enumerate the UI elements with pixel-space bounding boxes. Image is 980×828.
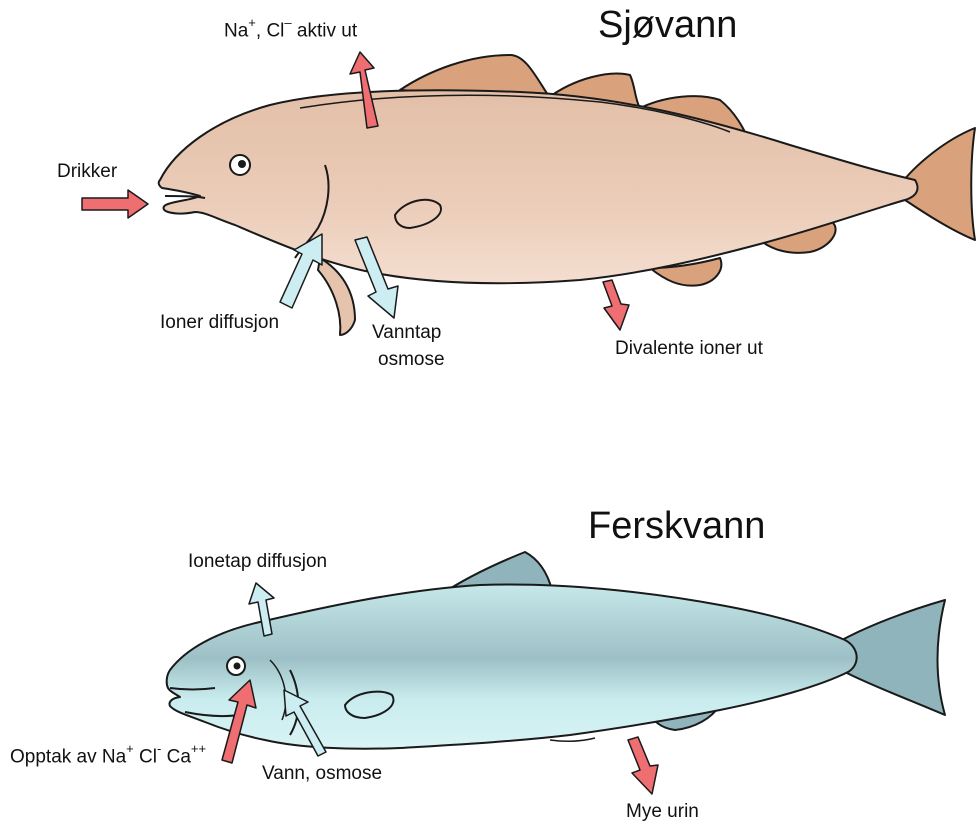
ion-loss-label: Ionetap diffusjon xyxy=(188,552,327,573)
fish-pupil xyxy=(238,160,246,168)
much-urine-label: Mye urin xyxy=(626,802,699,823)
fresh-title: Ferskvann xyxy=(588,505,765,548)
uptake-ca: Ca xyxy=(161,746,191,767)
pelvic-fin xyxy=(318,258,355,335)
divalent-out-arrow xyxy=(603,280,629,330)
fish-pupil xyxy=(234,663,241,670)
divalent-out-label: Divalente ioner ut xyxy=(615,339,763,360)
uptake-label: Opptak av Na+ Cl- Ca++ xyxy=(10,744,206,768)
water-osmosis-label: Vann, osmose xyxy=(262,764,382,785)
urine-arrow xyxy=(628,737,658,794)
sea-title: Sjøvann xyxy=(598,4,737,47)
uptake-sup-minus: - xyxy=(157,741,161,756)
uptake-sup-plus: + xyxy=(126,741,134,756)
fish-body xyxy=(159,90,918,283)
uptake-cl: Cl xyxy=(134,746,157,767)
mouth-line xyxy=(165,196,205,198)
ions-out-cl: , Cl xyxy=(256,20,285,41)
uptake-na: Opptak av Na xyxy=(10,746,126,767)
belly-line xyxy=(550,738,595,741)
fish-body xyxy=(167,584,857,748)
freshwater-fish xyxy=(167,552,945,749)
saltwater-fish xyxy=(159,55,975,335)
ions-out-na: Na xyxy=(224,20,248,41)
water-loss-label-1: Vanntap xyxy=(372,323,441,344)
drinks-label: Drikker xyxy=(57,162,117,183)
drinks-arrow xyxy=(82,190,148,218)
water-loss-label-2: osmose xyxy=(378,350,445,371)
uptake-sup-plusplus: ++ xyxy=(191,741,206,756)
ions-out-sup-plus: + xyxy=(248,15,256,30)
ions-out-sup-minus: – xyxy=(284,15,291,30)
ion-diffusion-label: Ioner diffusjon xyxy=(160,313,279,334)
ions-out-label: Na+, Cl– aktiv ut xyxy=(224,18,357,42)
ions-out-active: aktiv ut xyxy=(292,20,357,41)
